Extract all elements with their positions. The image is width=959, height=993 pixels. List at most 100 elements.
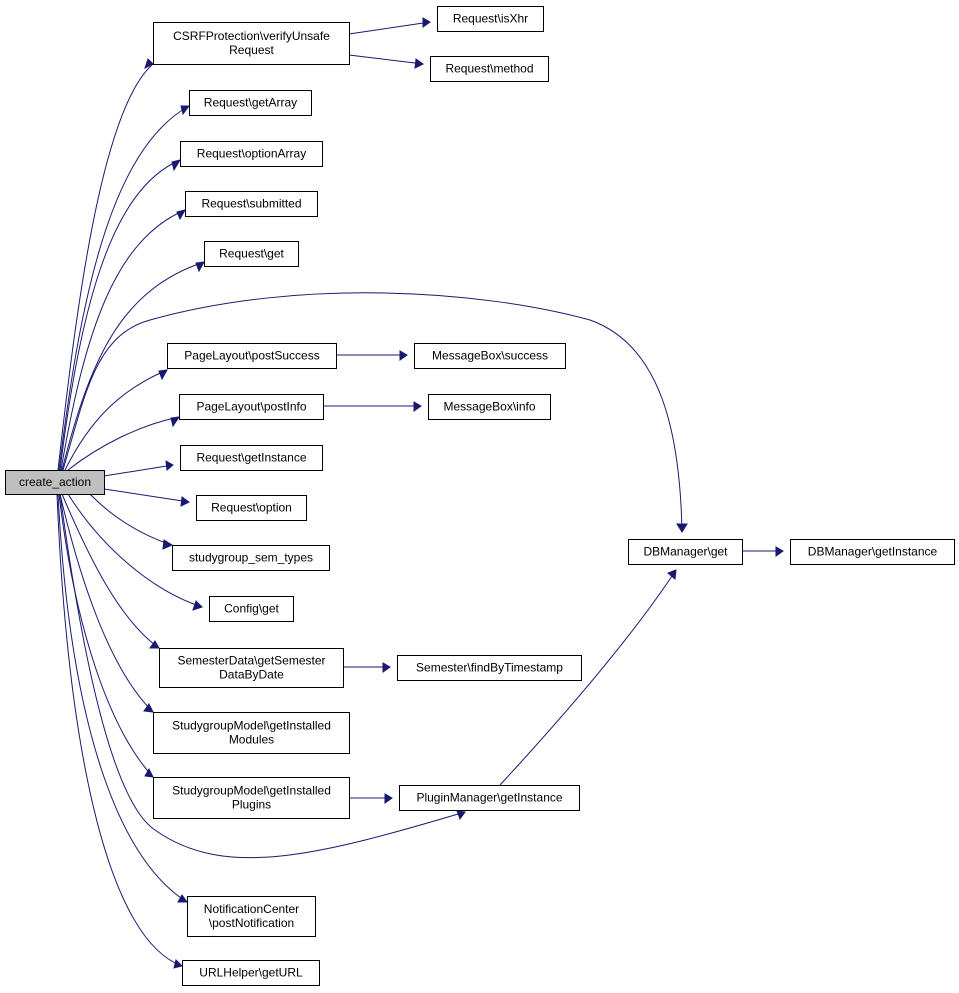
edge-line — [58, 493, 154, 778]
node-box — [167, 343, 337, 369]
edge-create_action-to-nc_post — [57, 493, 188, 903]
node-box — [187, 896, 316, 937]
edge-line — [62, 292, 683, 533]
node-pm-getinstance[interactable]: PluginManager\getInstance — [399, 785, 580, 811]
node-label: Request\getInstance — [196, 451, 306, 465]
edge-create_action-to-sg_sem_types — [89, 493, 174, 550]
edge-create_action-to-pm_getinstance — [59, 493, 466, 859]
edge-line — [67, 493, 203, 608]
arrowhead — [162, 539, 174, 550]
node-box — [189, 90, 312, 116]
node-label: DBManager\get — [643, 545, 728, 559]
arrowhead — [143, 703, 154, 713]
node-box — [180, 141, 323, 167]
node-box — [172, 545, 330, 571]
edge-pl_postsuccess-to-mb_success — [336, 350, 408, 361]
node-req-submitted[interactable]: Request\submitted — [185, 191, 318, 217]
edge-pm_getinstance-to-dbm_get — [499, 569, 677, 786]
edge-line — [348, 54, 424, 65]
node-label: PageLayout\postSuccess — [184, 349, 319, 363]
edge-line — [67, 416, 180, 471]
node-req-getarray[interactable]: Request\getArray — [189, 90, 312, 116]
node-box — [628, 539, 743, 565]
node-config-get[interactable]: Config\get — [209, 596, 294, 622]
arrowhead — [177, 894, 188, 903]
edge-dbm_get-to-dbm_getinstance — [742, 546, 784, 557]
node-label: PluginManager\getInstance — [416, 791, 562, 805]
node-nc-post[interactable]: NotificationCenter\postNotification — [187, 896, 316, 937]
node-label: NotificationCenter — [204, 902, 299, 916]
edge-csrf_verify-to-req_isxhr — [348, 17, 431, 35]
edge-line — [59, 493, 154, 713]
edge-create_action-to-req_getinstance — [103, 460, 174, 477]
node-label: Request\getArray — [204, 96, 297, 110]
node-label: PageLayout\postInfo — [196, 400, 306, 414]
node-req-option[interactable]: Request\option — [196, 495, 307, 521]
node-dbm-get[interactable]: DBManager\get — [628, 539, 743, 565]
node-label: DBManager\getInstance — [808, 545, 938, 559]
node-req-optionarray[interactable]: Request\optionArray — [180, 141, 323, 167]
node-box — [209, 596, 294, 622]
edge-create_action-to-req_submitted — [60, 209, 186, 471]
node-sg-sem-types[interactable]: studygroup_sem_types — [172, 545, 330, 571]
node-box — [185, 191, 318, 217]
node-req-getinstance[interactable]: Request\getInstance — [180, 445, 323, 471]
node-label: StudygroupModel\getInstalled — [172, 719, 331, 733]
arrowhead — [171, 159, 182, 172]
node-box — [437, 6, 544, 32]
node-pl-postinfo[interactable]: PageLayout\postInfo — [179, 394, 324, 420]
node-req-isxhr[interactable]: Request\isXhr — [437, 6, 544, 32]
edge-pl_postinfo-to-mb_info — [323, 401, 422, 412]
arrowhead — [414, 58, 424, 69]
arrowhead — [180, 105, 190, 116]
node-label: StudygroupModel\getInstalled — [172, 784, 331, 798]
node-box — [182, 960, 320, 986]
node-sem-find[interactable]: Semester\findByTimestamp — [397, 655, 582, 681]
edge-create_action-to-req_get — [61, 261, 205, 471]
edge-create_action-to-req_option — [103, 488, 190, 507]
edge-line — [348, 21, 431, 35]
arrowhead — [176, 209, 186, 221]
node-mb-info[interactable]: MessageBox\info — [428, 394, 551, 420]
edge-create_action-to-pl_postsuccess — [64, 369, 168, 471]
edge-line — [499, 569, 677, 786]
arrowhead — [165, 460, 174, 471]
edge-semdata-to-sem_find — [343, 662, 391, 673]
arrowhead — [158, 369, 168, 381]
edge-line — [89, 493, 173, 546]
arrowhead — [456, 810, 466, 821]
node-req-get[interactable]: Request\get — [204, 241, 299, 267]
node-create-action[interactable]: create_action — [5, 470, 105, 495]
node-mb-success[interactable]: MessageBox\success — [414, 343, 566, 369]
edge-line — [103, 488, 190, 503]
node-dbm-getinstance[interactable]: DBManager\getInstance — [790, 539, 955, 565]
arrowhead — [195, 261, 205, 273]
node-label: \postNotification — [209, 916, 294, 930]
edge-line — [103, 464, 174, 477]
node-req-method[interactable]: Request\method — [430, 56, 549, 82]
arrowhead — [382, 662, 391, 673]
node-label: DataByDate — [219, 668, 284, 682]
edge-create_action-to-sgm_plugins — [58, 493, 154, 778]
node-box — [790, 539, 955, 565]
node-label: URLHelper\getURL — [199, 966, 303, 980]
node-box — [5, 470, 105, 495]
edge-line — [61, 261, 205, 471]
edge-create_action-to-semdata — [61, 493, 160, 649]
arrowhead — [413, 401, 422, 412]
node-box — [179, 394, 324, 420]
edge-create_action-to-csrf_verify — [57, 58, 154, 471]
node-box — [196, 495, 307, 521]
node-label: Request\optionArray — [197, 147, 306, 161]
arrowhead — [422, 17, 431, 28]
node-box — [428, 394, 551, 420]
arrowhead — [144, 58, 154, 69]
node-url-get[interactable]: URLHelper\getURL — [182, 960, 320, 986]
edge-create_action-to-req_getarray — [58, 105, 190, 471]
node-pl-postsuccess[interactable]: PageLayout\postSuccess — [167, 343, 337, 369]
